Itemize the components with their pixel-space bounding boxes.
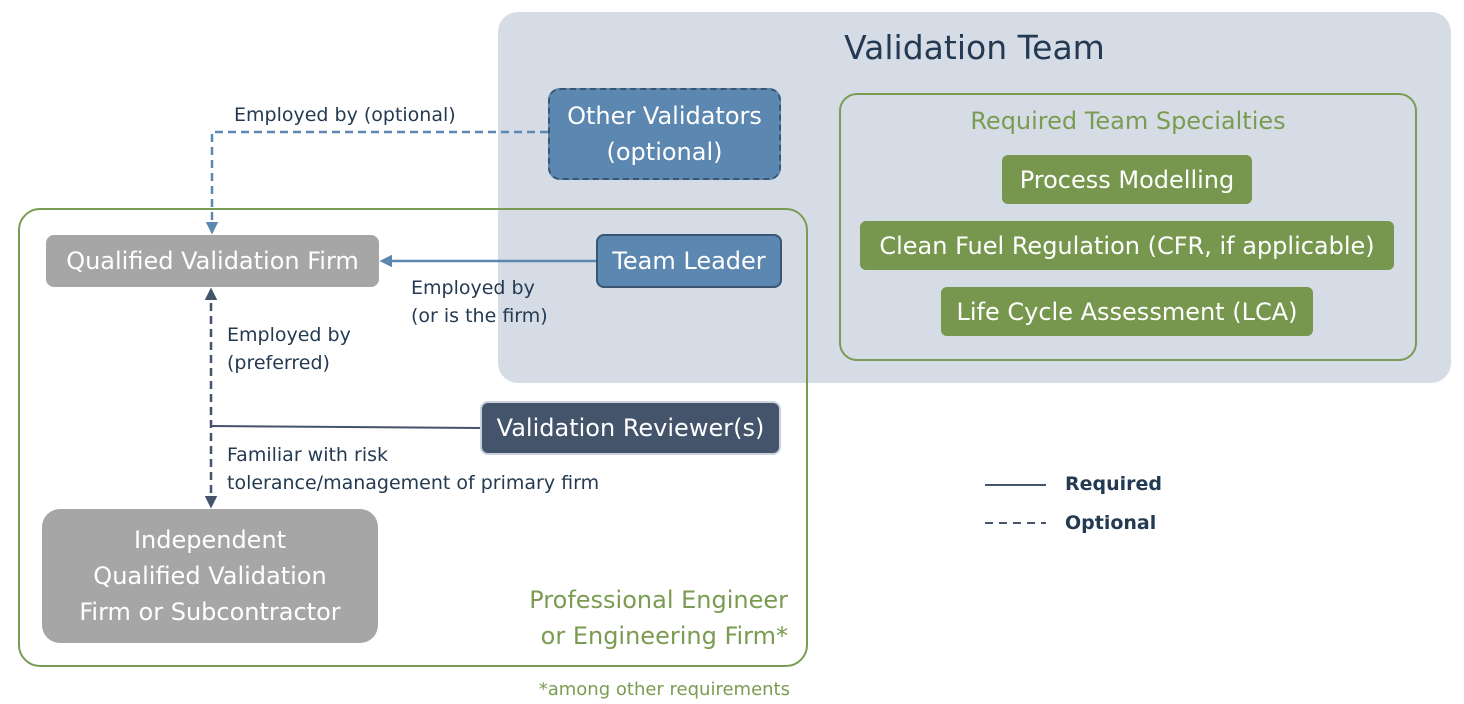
- legend-optional-label: Optional: [1065, 512, 1157, 534]
- legend-required-label: Required: [1065, 473, 1163, 495]
- qualified-validation-firm-node: Qualified Validation Firm: [46, 235, 379, 287]
- other-validators-node: Other Validators (optional): [548, 88, 781, 180]
- other-validators-connector: [205, 130, 548, 235]
- edge-label-other-validators: Employed by (optional): [234, 104, 456, 126]
- professional-engineer-boundary: [18, 208, 808, 667]
- team-leader-node: Team Leader: [596, 234, 782, 288]
- required-specialties-title: Required Team Specialties: [970, 107, 1286, 135]
- validation-reviewer-node: Validation Reviewer(s): [480, 401, 781, 455]
- independent-firm-node: Independent Qualified Validation Firm or…: [42, 509, 378, 643]
- edge-label-reviewer-employed: Employed by (preferred): [227, 324, 351, 374]
- professional-engineer-label: Professional Engineer or Engineering Fir…: [529, 586, 788, 650]
- footnote: *among other requirements: [538, 679, 790, 700]
- specialty-life-cycle-assessment: Life Cycle Assessment (LCA): [941, 287, 1313, 336]
- edge-label-team-leader: Employed by (or is the firm): [411, 277, 548, 327]
- specialty-process-modelling: Process Modelling: [1002, 155, 1252, 204]
- reviewer-connector: [210, 425, 481, 429]
- validation-team-title: Validation Team: [844, 28, 1105, 67]
- required-specialties-box: [839, 93, 1417, 361]
- edge-label-reviewer-familiar: Familiar with risk tolerance/management …: [227, 444, 600, 494]
- specialty-clean-fuel-regulation: Clean Fuel Regulation (CFR, if applicabl…: [860, 221, 1394, 270]
